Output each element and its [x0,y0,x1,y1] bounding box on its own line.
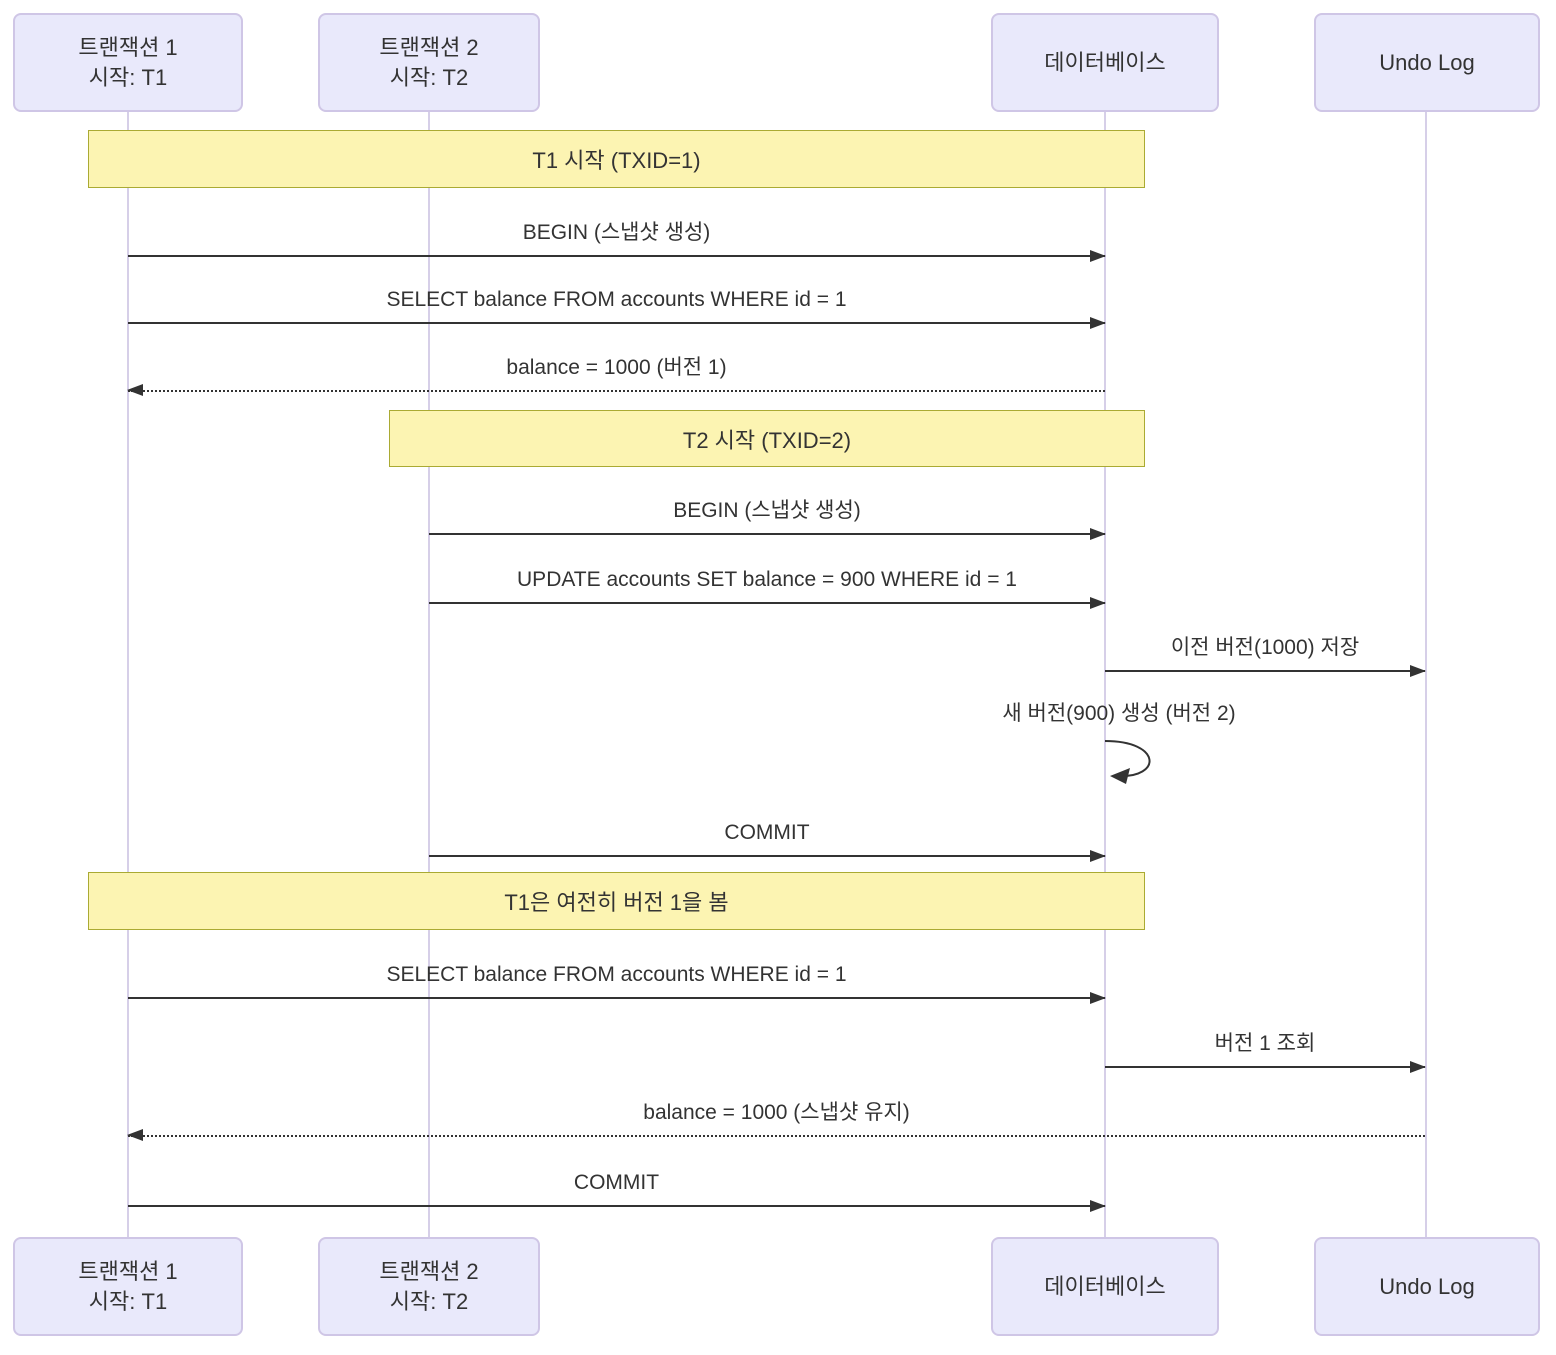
self-loop-arrow [1104,740,1151,784]
message-balance-reply-v1: balance = 1000 (버전 1) [127,347,1105,396]
message-arrow [127,1129,1425,1141]
message-save-old-version: 이전 버전(1000) 저장 [1105,627,1426,677]
arrowhead-right-icon [1090,250,1106,262]
message-label: UPDATE accounts SET balance = 900 WHERE … [517,568,1017,591]
message-arrow [1105,665,1426,677]
actor-label: Undo Log [1379,49,1475,75]
arrowhead-right-icon [1090,317,1106,329]
message-label: 버전 1 조회 [1214,1032,1316,1055]
note-t1-still-sees-v1: T1은 여전히 버전 1을 봄 [88,872,1145,930]
arrowhead-left-icon [127,1129,143,1141]
message-label: SELECT balance FROM accounts WHERE id = … [386,963,847,986]
actor-label: Undo Log [1379,1273,1475,1299]
arrowhead-left-icon [127,384,143,396]
message-arrow [1105,1061,1426,1073]
actor-label: 트랜잭션 2 [379,1258,479,1284]
message-arrow [429,528,1106,540]
message-balance-reply-snapshot: balance = 1000 (스냅샷 유지) [127,1092,1425,1141]
lifeline-transaction2 [428,112,430,1237]
actor-bottom-transaction1: 트랜잭션 1 시작: T1 [13,1237,243,1336]
message-commit-t1: COMMIT [128,1162,1106,1212]
note-t1-start: T1 시작 (TXID=1) [88,130,1145,188]
message-arrow [128,317,1106,329]
actor-label: 시작: T2 [389,1288,469,1314]
actor-bottom-undo-log: Undo Log [1314,1237,1540,1336]
actor-top-undo-log: Undo Log [1314,13,1540,112]
message-begin-t2: BEGIN (스냅샷 생성) [429,490,1106,540]
arrowhead-right-icon [1090,992,1106,1004]
lifeline-undo-log [1425,112,1427,1237]
arrowhead-right-icon [1410,665,1426,677]
message-label: COMMIT [724,821,810,844]
actor-top-transaction1: 트랜잭션 1 시작: T1 [13,13,243,112]
message-begin-t1: BEGIN (스냅샷 생성) [128,212,1106,262]
message-arrow [429,850,1106,862]
note-t2-start: T2 시작 (TXID=2) [389,410,1145,467]
note-text: T1 시작 (TXID=1) [532,148,701,173]
arrowhead-right-icon [1090,597,1106,609]
message-label: BEGIN (스냅샷 생성) [522,221,711,244]
actor-top-database: 데이터베이스 [991,13,1219,112]
actor-label: 트랜잭션 1 [78,1258,178,1284]
message-select-t1-again: SELECT balance FROM accounts WHERE id = … [128,954,1106,1004]
lifeline-database [1104,112,1106,1237]
message-label: COMMIT [573,1171,660,1194]
message-label: balance = 1000 (버전 1) [506,356,727,379]
note-text: T2 시작 (TXID=2) [682,427,852,453]
message-arrow [127,384,1105,396]
lifeline-transaction1 [127,112,129,1237]
actor-top-transaction2: 트랜잭션 2 시작: T2 [318,13,540,112]
actor-label: 시작: T2 [389,64,469,90]
message-select-t1: SELECT balance FROM accounts WHERE id = … [128,279,1106,329]
message-arrow [128,1200,1106,1212]
message-self-new-version-label: 새 버전(900) 생성 (버전 2) [1002,702,1236,725]
message-label: balance = 1000 (스냅샷 유지) [643,1101,910,1124]
arrowhead-right-icon [1090,850,1106,862]
message-lookup-version1: 버전 1 조회 [1105,1023,1426,1073]
message-arrow [128,992,1106,1004]
arrowhead-right-icon [1410,1061,1426,1073]
message-label: BEGIN (스냅샷 생성) [673,499,861,522]
message-commit-t2: COMMIT [429,812,1106,862]
arrowhead-right-icon [1090,1200,1106,1212]
arrowhead-right-icon [1090,528,1106,540]
message-label: SELECT balance FROM accounts WHERE id = … [386,288,847,311]
actor-label: 트랜잭션 2 [379,34,479,60]
actor-label: 시작: T1 [88,1288,168,1314]
message-arrow [128,250,1106,262]
note-text: T1은 여전히 버전 1을 봄 [504,890,729,915]
message-update-t2: UPDATE accounts SET balance = 900 WHERE … [429,559,1106,609]
message-label: 이전 버전(1000) 저장 [1170,636,1360,659]
actor-label: 데이터베이스 [1044,1273,1166,1299]
actor-label: 트랜잭션 1 [78,34,178,60]
message-arrow [429,597,1106,609]
actor-label: 데이터베이스 [1044,49,1166,75]
actor-label: 시작: T1 [88,64,168,90]
actor-bottom-transaction2: 트랜잭션 2 시작: T2 [318,1237,540,1336]
actor-bottom-database: 데이터베이스 [991,1237,1219,1336]
